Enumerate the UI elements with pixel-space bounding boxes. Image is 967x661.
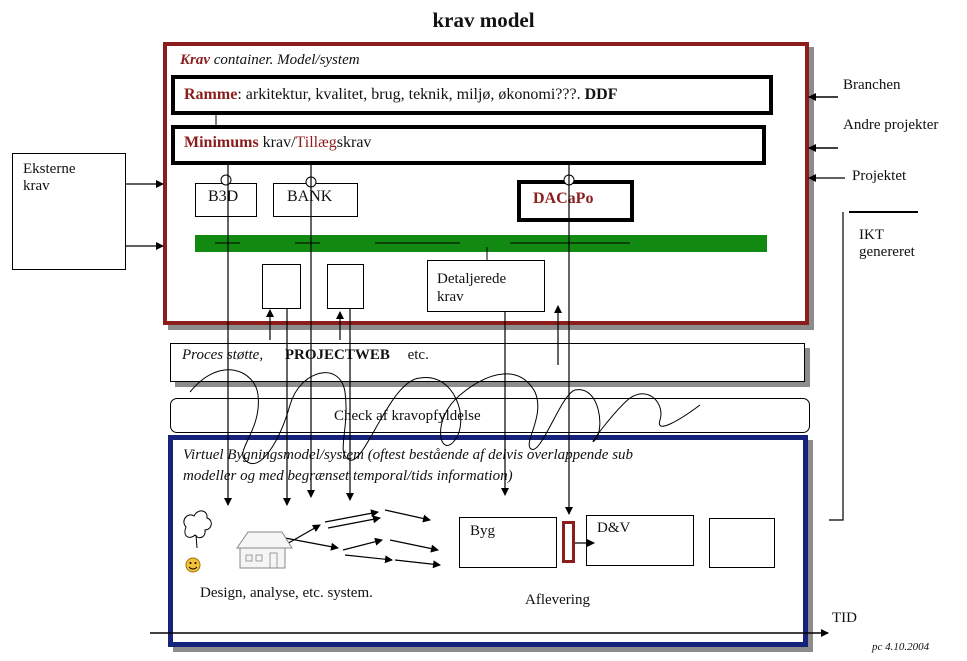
projectweb-label: PROJECTWEB <box>284 347 390 363</box>
krav-container-rest: container. Model/system <box>210 52 360 68</box>
check-box <box>170 398 810 433</box>
branchen-label: Branchen <box>843 77 901 93</box>
detaljerede-line1: Detaljerede <box>437 271 507 287</box>
proces-text: Proces støtte, PROJECTWEB etc. <box>182 347 429 364</box>
dv-box <box>586 515 694 566</box>
andre-projekter-label: Andre projekter <box>843 117 939 133</box>
proces-label: Proces støtte, <box>182 347 264 363</box>
byg-box <box>459 517 557 568</box>
design-label: Design, analyse, etc. system. <box>200 585 373 601</box>
minimums-text: Minimums krav/Tillægskrav <box>184 134 371 152</box>
ikt-to-virtuel-line <box>829 212 844 521</box>
proces-etc: etc. <box>407 347 429 363</box>
bank-box <box>273 183 358 217</box>
diagram-title: krav model <box>432 8 535 32</box>
footer-date: pc 4.10.2004 <box>872 641 930 653</box>
detaljerede-line2: krav <box>437 289 464 303</box>
check-label: Check af kravopfyldelse <box>334 408 481 424</box>
future-box <box>709 518 775 568</box>
byg-label: Byg <box>470 523 496 539</box>
b3d-label: B3D <box>208 188 239 205</box>
krav-word: Krav <box>180 52 210 68</box>
integration-bar <box>195 235 767 252</box>
eksterne-line2: krav <box>23 178 50 194</box>
ikt-line1: IKT <box>859 227 884 243</box>
minimums-label: Minimums <box>184 134 259 151</box>
dacapo-label: DACaPo <box>533 190 594 207</box>
aflevering-marker <box>562 521 575 563</box>
eksterne-line1: Eksterne <box>23 161 76 177</box>
ramme-label: Ramme <box>184 86 238 103</box>
eksterne-krav-box <box>12 153 126 270</box>
ramme-content: : arkitektur, kvalitet, brug, teknik, mi… <box>237 86 585 103</box>
ikt-line2: genereret <box>859 244 915 260</box>
ramme-text: Ramme: arkitektur, kvalitet, brug, tekni… <box>184 86 617 104</box>
ramme-box <box>171 75 773 115</box>
minimums-tillaeg: Tillæg <box>295 134 337 151</box>
minimums-box <box>171 125 766 165</box>
aflevering-label: Aflevering <box>525 592 590 608</box>
tid-label: TID <box>832 610 857 626</box>
dv-label: D&V <box>597 520 631 536</box>
projektet-label: Projektet <box>852 168 907 184</box>
dacapo-box <box>517 180 634 222</box>
minimums-skrav: skrav <box>336 134 372 151</box>
detaljerede-box <box>427 260 545 312</box>
bank-label: BANK <box>287 188 333 205</box>
virtuel-line2: modeller og med begrænset temporal/tids … <box>183 468 513 484</box>
sub-box-2 <box>327 264 364 309</box>
sub-box-1 <box>262 264 301 309</box>
b3d-box <box>195 183 257 217</box>
krav-container-label: Krav container. Model/system <box>180 52 360 69</box>
virtuel-line1: Virtuel Bygningsmodel/system (oftest bes… <box>183 447 634 463</box>
ramme-ddf: DDF <box>584 86 618 103</box>
minimums-krav: krav/ <box>258 134 296 151</box>
